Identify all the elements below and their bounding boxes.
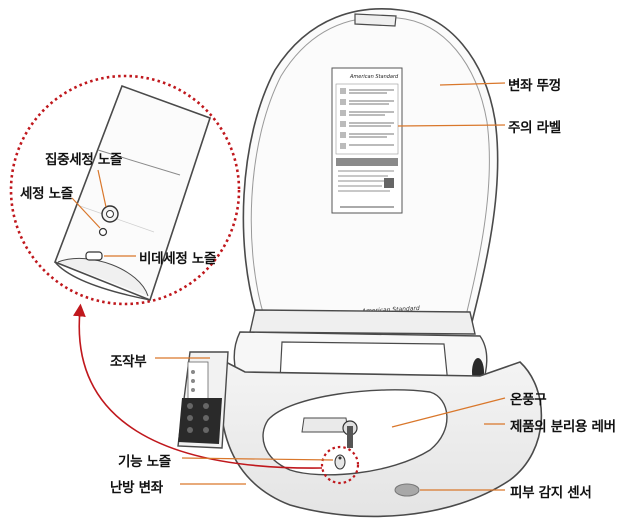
leader-lines — [71, 82, 506, 491]
leader-warmair — [391, 397, 506, 428]
label-concentrated-nozzle: 집중세정 노즐 — [45, 152, 123, 168]
nozzle-small-detail — [334, 454, 346, 470]
label-heated-seat: 난방 변좌 — [110, 480, 163, 496]
callout-arrow — [73, 303, 323, 469]
leader-lid — [439, 82, 506, 86]
label-control-panel: 조작부 — [110, 354, 147, 370]
leader-caution — [397, 124, 506, 127]
leader-function — [181, 457, 334, 461]
label-skin-sensor: 피부 감지 센서 — [510, 485, 592, 501]
label-lid: 변좌 뚜껑 — [508, 78, 561, 94]
caution-brand: American Standard — [349, 74, 399, 80]
label-release-lever: 제품의 분리용 레버 — [510, 419, 616, 435]
leader-wash — [71, 197, 101, 229]
lid-brand: American Standard — [361, 305, 420, 315]
label-function-nozzle: 기능 노즐 — [118, 454, 171, 470]
caution-label-sticker: American Standard — [331, 67, 403, 214]
label-warm-air: 온풍구 — [510, 392, 547, 408]
label-caution: 주의 라벨 — [508, 120, 561, 136]
control-panel — [177, 351, 229, 449]
label-wash-nozzle: 세정 노즐 — [20, 186, 73, 202]
nozzle-callout-small — [320, 445, 360, 485]
leader-concentrated — [97, 169, 107, 208]
label-bidet-nozzle: 비데세정 노즐 — [139, 251, 217, 267]
heated-seat — [219, 358, 543, 518]
